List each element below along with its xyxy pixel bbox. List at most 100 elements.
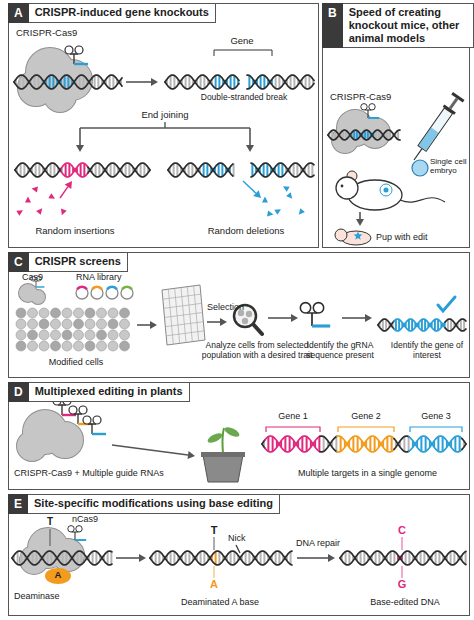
dna-strand: [61, 163, 88, 177]
arrow-shaft: [79, 128, 81, 145]
base-pair: [263, 164, 265, 177]
base-pair: [248, 552, 250, 565]
base-pair: [424, 319, 426, 330]
panel-title: Site-specific modifications using base e…: [28, 494, 280, 514]
nucleotide-fragment: [296, 208, 304, 216]
cell: [39, 319, 49, 329]
annotation-label: Gene 2: [338, 411, 394, 421]
process-arrow: [112, 445, 195, 459]
plant-leaf: [206, 431, 223, 444]
mesh-line: [166, 331, 204, 336]
dna-strand: [12, 551, 112, 565]
annotation-label: Random deletions: [186, 226, 306, 237]
base-pair: [98, 164, 100, 177]
dna-strand: [12, 551, 112, 565]
process-arrow: [297, 554, 335, 562]
base-pair: [19, 76, 21, 89]
process-arrow: [243, 181, 261, 198]
nucleotide-fragment: [286, 192, 294, 200]
dna-strand: [320, 436, 337, 452]
cell: [85, 319, 95, 329]
dna-strand: [247, 75, 314, 89]
base-pair: [369, 437, 371, 452]
annotation-label: Deaminase: [14, 591, 84, 601]
base-pair: [260, 552, 262, 565]
arrow-shaft: [243, 181, 256, 193]
gene-bracket: [266, 427, 320, 432]
base-pair: [67, 76, 69, 89]
base-pair: [230, 552, 232, 565]
dna-strand: [251, 163, 314, 177]
mouse-head: [336, 177, 358, 199]
base-pair: [395, 319, 397, 330]
cell: [97, 319, 107, 329]
base-pair: [348, 552, 350, 565]
nick-mark: [236, 545, 240, 553]
base-pair: [191, 164, 193, 177]
base-pair: [53, 164, 55, 177]
plasmid-insert: [76, 286, 88, 290]
nucleotide-fragment: [262, 197, 268, 203]
base-pair: [38, 164, 40, 177]
rna-spacer: [368, 117, 379, 119]
arrow-shaft: [268, 317, 291, 319]
dna-strand: [14, 75, 122, 89]
base-pair: [393, 552, 395, 565]
panel-heading: BSpeed of creating knockout mice, other …: [322, 3, 474, 48]
rna-loop: [65, 46, 73, 54]
base-pair: [20, 552, 22, 565]
base-pair: [267, 437, 269, 452]
annotation-label: Analyze cells from selected population w…: [198, 341, 316, 360]
annotation-label: CRISPR-Cas9: [330, 92, 410, 103]
syringe-flange: [443, 104, 456, 114]
base-pair: [278, 164, 280, 177]
base-pair: [318, 437, 320, 452]
process-arrow: [116, 554, 146, 562]
cell: [85, 341, 95, 351]
base-pair: [170, 76, 172, 89]
cell: [16, 319, 26, 329]
target-ring: [384, 188, 389, 193]
panel-box: BSpeed of creating knockout mice, other …: [322, 3, 470, 248]
rna-loop: [300, 303, 310, 313]
dna-strand: [409, 436, 462, 452]
rna-loop: [93, 416, 101, 424]
annotation-label: Modified cells: [18, 357, 134, 367]
dna-helix: [12, 551, 112, 565]
base-pair: [408, 319, 410, 330]
plasmid-insert: [121, 286, 133, 290]
annotation-label: nCas9: [72, 514, 122, 524]
dna-strand: [165, 75, 239, 89]
nucleotide-fragment: [16, 208, 24, 216]
cell: [120, 341, 130, 351]
base-pair: [218, 552, 220, 565]
dna-helix: [14, 75, 122, 89]
dna-strand: [394, 319, 445, 331]
arrow-shaft: [207, 321, 220, 323]
arrow-head: [76, 145, 84, 152]
rna-stem: [74, 414, 82, 424]
base-pair: [306, 437, 308, 452]
cell: [39, 341, 49, 351]
cell: [62, 330, 72, 340]
base-pair: [442, 437, 444, 452]
base-pair: [37, 76, 39, 89]
base-pair: [385, 319, 387, 330]
annotation-label: Deaminated A base: [160, 597, 280, 607]
plant-stem: [222, 428, 224, 456]
arrow-head: [328, 554, 335, 562]
protein-lobe: [31, 290, 45, 304]
base-pair: [125, 164, 127, 177]
protein-lobe: [17, 431, 47, 461]
dna-strand: [247, 75, 314, 89]
base-pair: [188, 76, 190, 89]
base-pair: [77, 552, 79, 565]
base-pair: [275, 552, 277, 565]
nucleotide-fragment: [31, 185, 38, 192]
dna-strand: [340, 551, 466, 565]
annotation-label: C: [396, 524, 408, 536]
base-pair: [398, 319, 400, 330]
rna-loop: [76, 526, 82, 532]
rna-loop: [83, 416, 91, 424]
arrow-head: [356, 219, 364, 226]
